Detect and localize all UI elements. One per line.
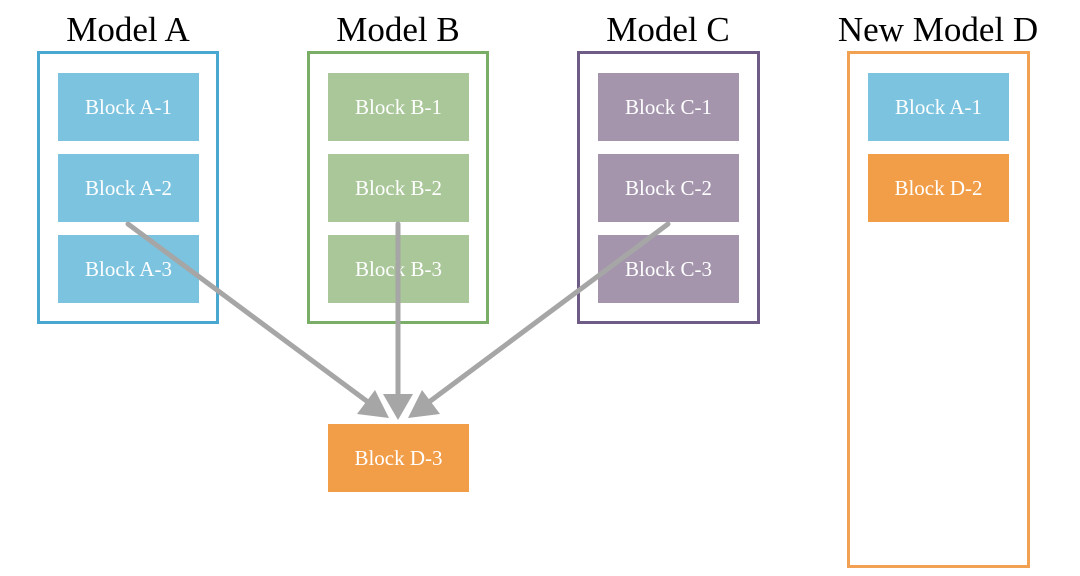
model-b-block-2: Block B-2 xyxy=(328,154,469,222)
model-b-block-1: Block B-1 xyxy=(328,73,469,141)
model-b-title: Model B xyxy=(336,10,460,49)
model-a-title: Model A xyxy=(66,10,190,49)
model-c-title: Model C xyxy=(606,10,730,49)
model-a-block-3: Block A-3 xyxy=(58,235,199,303)
model-a-block-1: Block A-1 xyxy=(58,73,199,141)
model-d-title: New Model D xyxy=(837,10,1039,49)
model-d-block-2: Block D-2 xyxy=(868,154,1009,222)
model-c-block-3: Block C-3 xyxy=(598,235,739,303)
model-c-block-1: Block C-1 xyxy=(598,73,739,141)
merged-block-d3: Block D-3 xyxy=(328,424,469,492)
model-d-frame xyxy=(847,51,1030,568)
model-b-block-3: Block B-3 xyxy=(328,235,469,303)
model-d-block-1: Block A-1 xyxy=(868,73,1009,141)
model-a-block-2: Block A-2 xyxy=(58,154,199,222)
model-c-block-2: Block C-2 xyxy=(598,154,739,222)
